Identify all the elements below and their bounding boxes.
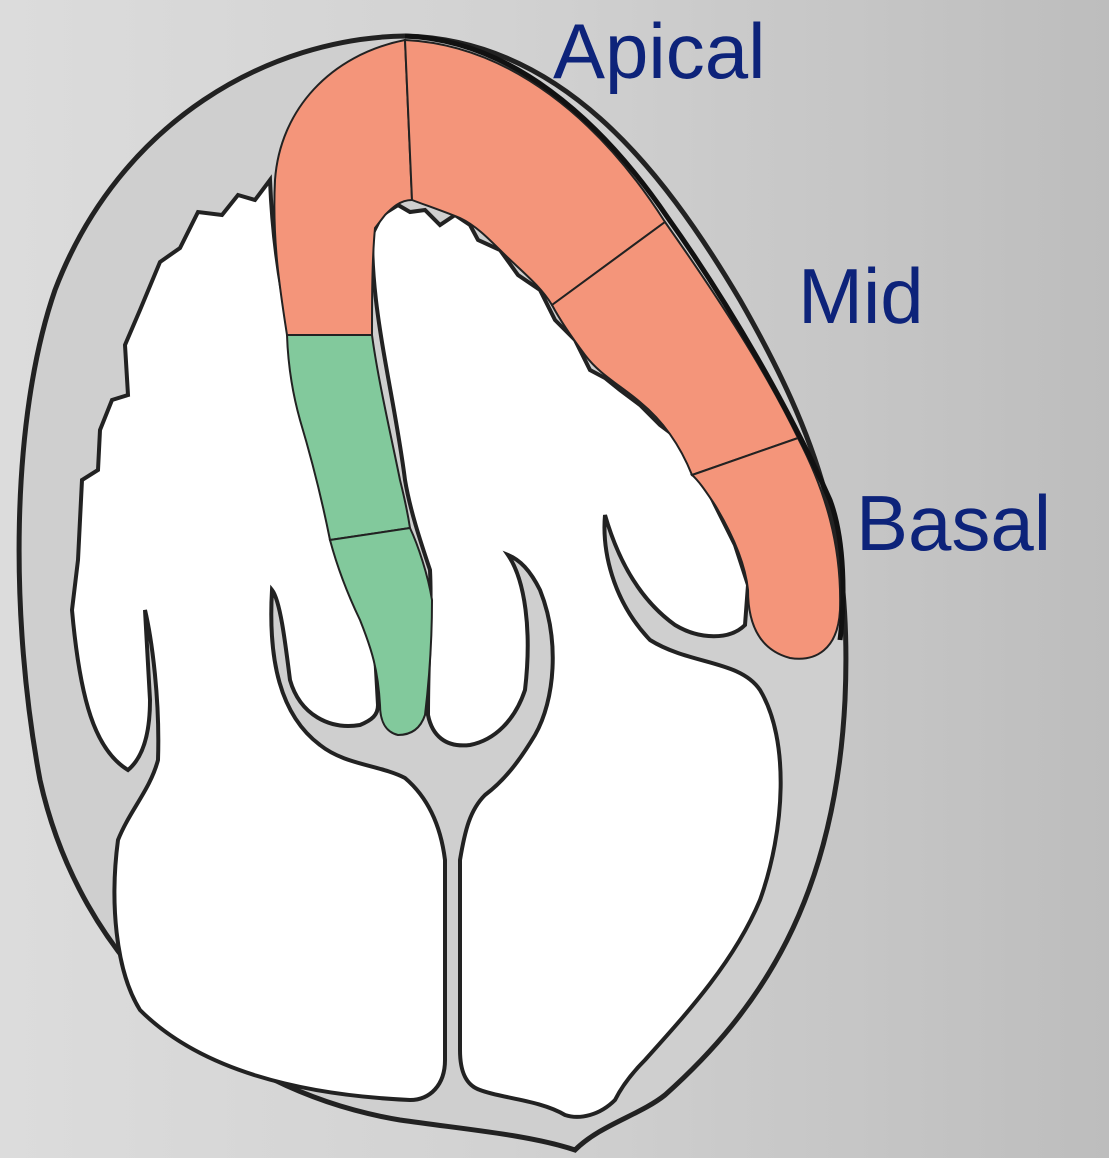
basal-label: Basal — [856, 484, 1051, 562]
mid-label: Mid — [798, 257, 924, 335]
apical-label: Apical — [553, 12, 765, 90]
